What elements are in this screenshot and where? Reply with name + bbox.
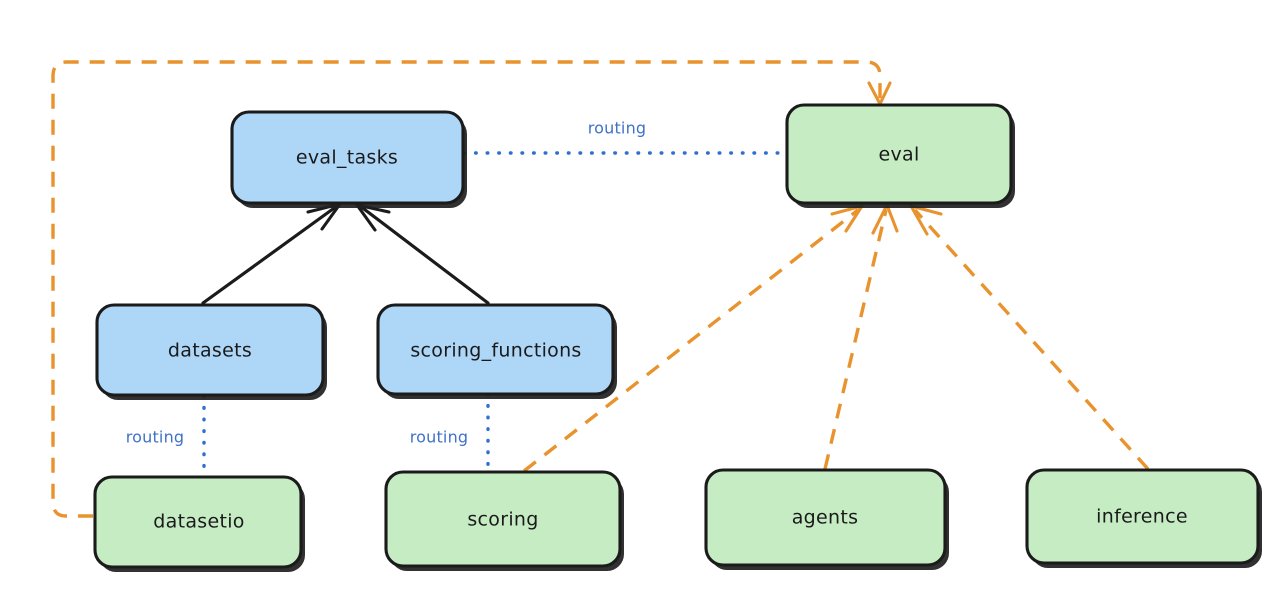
edge-labels-group: routing routing routing	[126, 119, 647, 447]
node-datasetio-body[interactable]	[93, 475, 303, 569]
node-datasets-body[interactable]	[95, 303, 325, 397]
node-eval-body[interactable]	[785, 103, 1013, 205]
nodes-group: eval_tasks eval datasets scoring_functio…	[93, 103, 1262, 572]
node-eval_tasks-label: eval_tasks	[296, 147, 398, 169]
edge-agents-to-eval	[823, 203, 899, 470]
edge-label-routing-datasetio: routing	[126, 428, 185, 447]
edges-group	[51, 60, 1150, 518]
edge-inference-to-eval	[909, 204, 1150, 471]
node-scoring-label: scoring	[467, 509, 538, 531]
edge-label-routing-scoring: routing	[410, 428, 469, 447]
node-scoring_functions-body[interactable]	[376, 303, 615, 396]
node-inference-body[interactable]	[1025, 468, 1260, 565]
arrowhead-icon	[871, 203, 899, 235]
node-eval[interactable]: eval	[785, 103, 1015, 208]
node-eval-label: eval	[878, 144, 919, 166]
node-inference[interactable]: inference	[1025, 468, 1262, 568]
node-agents[interactable]: agents	[704, 468, 949, 570]
node-scoring[interactable]: scoring	[384, 470, 624, 571]
node-datasetio[interactable]: datasetio	[93, 475, 305, 572]
node-datasets-label: datasets	[168, 340, 252, 362]
node-eval_tasks-body[interactable]	[230, 110, 465, 205]
node-datasetio-label: datasetio	[153, 511, 244, 533]
node-datasets[interactable]: datasets	[95, 303, 327, 400]
node-eval_tasks[interactable]: eval_tasks	[230, 110, 467, 208]
edge-label-routing-eval: routing	[588, 119, 647, 138]
node-scoring_functions-label: scoring_functions	[410, 340, 581, 362]
edge-scoring_functions-to-eval_tasks	[355, 203, 490, 305]
node-agents-body[interactable]	[704, 468, 947, 567]
node-agents-label: agents	[792, 507, 859, 529]
edge-datasets-to-eval_tasks	[201, 202, 342, 305]
node-inference-label: inference	[1096, 506, 1188, 528]
node-scoring_functions[interactable]: scoring_functions	[376, 303, 617, 399]
node-scoring-body[interactable]	[384, 470, 622, 568]
